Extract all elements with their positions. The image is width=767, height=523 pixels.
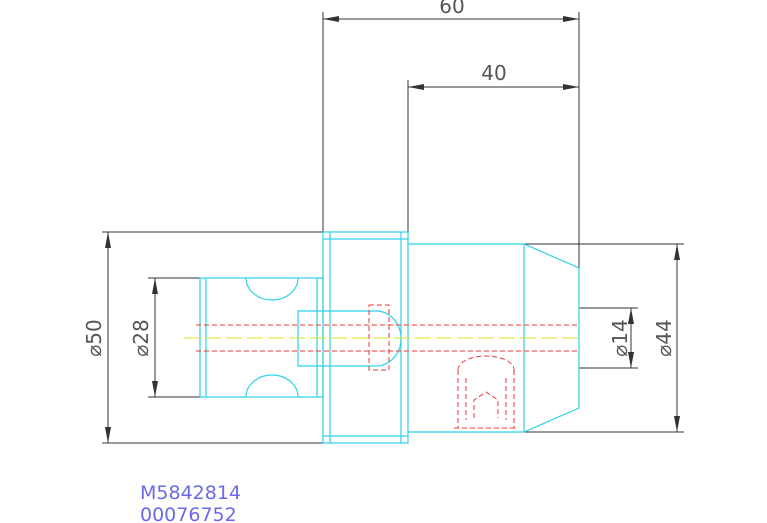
- arrowhead: [152, 381, 158, 397]
- arrowhead: [628, 352, 634, 368]
- dimension-flange-diameter: ⌀50: [82, 231, 323, 444]
- arrowhead: [408, 84, 424, 90]
- dimension-shank-diameter: ⌀28: [129, 277, 200, 398]
- dimension-text-60: 60: [439, 0, 464, 18]
- arrowhead: [323, 16, 339, 22]
- dimension-bore-diameter: ⌀14: [579, 307, 638, 369]
- arrowhead: [674, 244, 680, 260]
- arrowhead: [105, 232, 111, 248]
- arrowhead: [563, 16, 579, 22]
- arrowhead: [152, 278, 158, 294]
- arrowhead: [628, 308, 634, 324]
- arrowhead: [674, 416, 680, 432]
- dimension-text-dia44: ⌀44: [652, 319, 676, 357]
- screw-socket-hidden: [473, 391, 499, 418]
- hidden-lines: [196, 304, 579, 429]
- dimension-text-40: 40: [481, 61, 506, 85]
- dimension-body-length: 40: [407, 61, 579, 232]
- body-outline: [408, 243, 580, 433]
- part-number: 00076752: [140, 504, 237, 523]
- dimension-text-dia28: ⌀28: [129, 319, 153, 357]
- dimension-text-dia50: ⌀50: [82, 319, 106, 357]
- dimension-overall-length: 60: [322, 0, 580, 268]
- arrowhead: [563, 84, 579, 90]
- dimension-body-diameter: ⌀44: [524, 243, 684, 433]
- dimension-text-dia14: ⌀14: [608, 319, 632, 357]
- screw-head-hidden: [457, 355, 515, 371]
- arrowhead: [105, 427, 111, 443]
- part-code: M5842814: [140, 482, 241, 504]
- shank-notch-top: [245, 277, 299, 301]
- shank-notch-bottom: [245, 374, 299, 398]
